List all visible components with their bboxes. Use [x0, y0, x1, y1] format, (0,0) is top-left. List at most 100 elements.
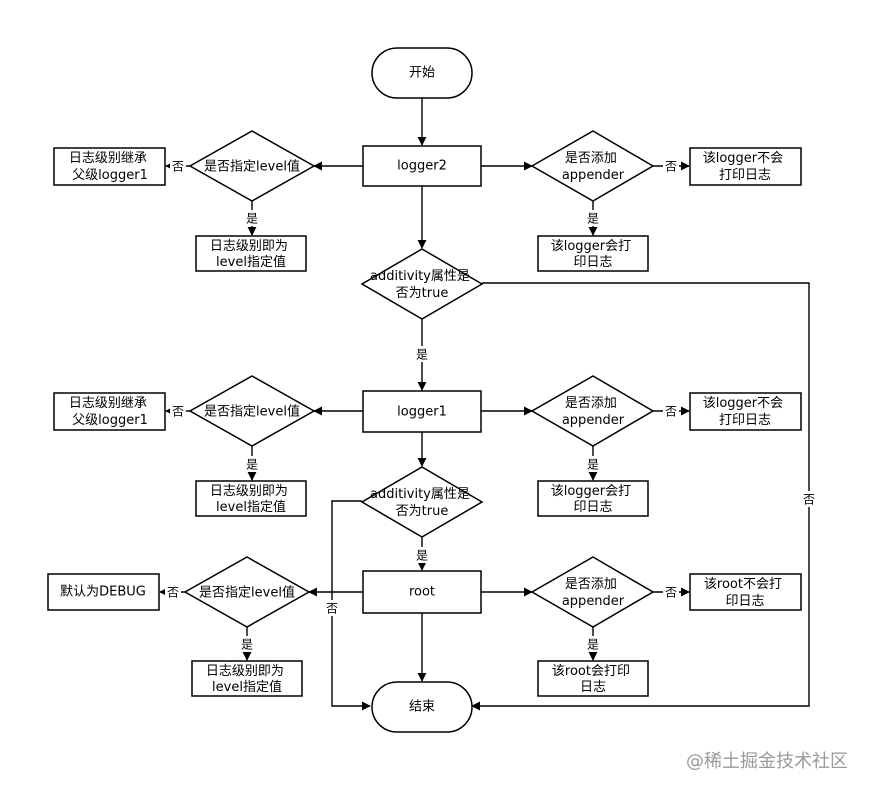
logger2-label: logger2 — [397, 159, 447, 174]
end-label: 结束 — [409, 700, 435, 715]
appender-check-root-line2: appender — [562, 594, 625, 609]
print-logger2-line1: 该logger会打 — [551, 239, 631, 254]
no-print-logger1-line1: 该logger不会 — [703, 396, 783, 411]
nodes: 开始 结束 logger2 logger1 root 是否指定level值 是否… — [47, 47, 802, 733]
label-yes-appender-check1: 是 — [587, 458, 599, 472]
appender-check-root-text: 是否添加 appender — [562, 577, 625, 609]
no-print-root-text: 该root不会打 印日志 — [704, 577, 786, 609]
level-value-logger2-line2: level指定值 — [216, 254, 286, 270]
print-logger1-line1: 该logger会打 — [551, 484, 631, 499]
appender-check-logger2-line2: appender — [562, 168, 625, 183]
no-print-logger2-line2: 打印日志 — [719, 168, 771, 183]
start-terminator — [371, 47, 473, 99]
no-print-logger1-line2: 打印日志 — [719, 413, 771, 428]
no-print-logger1-box — [689, 392, 802, 431]
label-no-additivity1: 否 — [326, 602, 338, 616]
additivity-logger1-diamond — [360, 466, 484, 538]
default-debug-box — [47, 573, 160, 611]
root-label: root — [409, 585, 435, 600]
inherit-logger2-box — [53, 147, 166, 186]
label-no-additivity2: 否 — [803, 493, 815, 507]
label-no-appender-check-root: 否 — [665, 586, 677, 600]
label-yes-level-check2: 是 — [246, 212, 258, 226]
logger1-box — [362, 390, 482, 433]
no-print-logger2-text: 该logger不会 打印日志 — [703, 151, 788, 183]
level-value-root-line1: 日志级别即为 — [206, 664, 284, 679]
default-debug-label: 默认为DEBUG — [60, 584, 146, 600]
additivity-logger2-line1: additivity属性是 — [370, 269, 470, 284]
inherit-logger2-text: 日志级别继承 父级logger1 — [69, 151, 151, 183]
label-yes-appender-check-root: 是 — [587, 638, 599, 652]
label-yes-appender-check2: 是 — [587, 212, 599, 226]
label-no-appender-check1: 否 — [665, 405, 677, 419]
watermark: @稀土掘金技术社区 — [686, 751, 848, 772]
additivity-logger2-text: additivity属性是 否为true — [370, 269, 474, 301]
level-value-logger2-text: 日志级别即为 level指定值 — [210, 239, 292, 270]
level-check-root-label: 是否指定level值 — [199, 585, 295, 601]
print-root-line2: 日志 — [580, 680, 606, 695]
level-value-logger1-box — [195, 480, 307, 517]
appender-check-logger1-line1: 是否添加 — [565, 396, 617, 411]
print-root-box — [537, 660, 649, 697]
level-check-logger2-diamond — [188, 130, 316, 202]
additivity-logger1-line1: additivity属性是 — [370, 487, 470, 502]
label-yes-level-check-root: 是 — [241, 638, 253, 652]
no-print-logger2-line1: 该logger不会 — [703, 151, 783, 166]
level-check-logger2-label: 是否指定level值 — [204, 159, 300, 175]
inherit-logger2-line1: 日志级别继承 — [69, 151, 147, 166]
appender-check-logger1-text: 是否添加 appender — [562, 396, 625, 428]
print-logger2-box — [537, 235, 649, 272]
print-logger1-box — [537, 480, 649, 517]
label-no-level-check1: 否 — [172, 405, 184, 419]
inherit-logger1-line2: 父级logger1 — [72, 413, 148, 428]
print-logger2-line2: 印日志 — [573, 255, 612, 270]
logger2-box — [362, 145, 482, 187]
print-logger2-text: 该logger会打 印日志 — [551, 239, 636, 270]
level-value-logger1-line1: 日志级别即为 — [210, 484, 288, 499]
level-value-logger1-line2: level指定值 — [216, 499, 286, 515]
level-value-logger2-line1: 日志级别即为 — [210, 239, 288, 254]
level-value-logger1-text: 日志级别即为 level指定值 — [210, 484, 292, 515]
logger1-label: logger1 — [397, 405, 447, 420]
print-logger1-line2: 印日志 — [573, 500, 612, 515]
additivity-logger1-line2: 否为true — [396, 504, 449, 519]
root-box — [362, 570, 482, 614]
level-value-root-text: 日志级别即为 level指定值 — [206, 664, 288, 695]
label-yes-level-check1: 是 — [246, 458, 258, 472]
no-print-logger2-box — [689, 147, 802, 186]
additivity-logger2-diamond — [360, 248, 484, 320]
additivity-logger1-text: additivity属性是 否为true — [370, 487, 474, 519]
inherit-logger1-box — [53, 392, 166, 431]
no-print-root-line1: 该root不会打 — [704, 577, 782, 592]
end-terminator — [371, 681, 473, 733]
level-check-logger1-diamond — [188, 375, 316, 447]
appender-check-logger2-line1: 是否添加 — [565, 151, 617, 166]
label-no-level-check-root: 否 — [167, 586, 179, 600]
inherit-logger1-line1: 日志级别继承 — [69, 396, 147, 411]
no-print-logger1-text: 该logger不会 打印日志 — [703, 396, 788, 428]
no-print-root-box — [689, 573, 802, 611]
appender-check-logger1-line2: appender — [562, 413, 625, 428]
appender-check-root-diamond — [530, 556, 655, 628]
inherit-logger1-text: 日志级别继承 父级logger1 — [69, 396, 151, 428]
additivity-logger2-line2: 否为true — [396, 286, 449, 301]
print-root-line1: 该root会打印 — [552, 664, 630, 679]
level-value-logger2-box — [195, 235, 307, 272]
label-no-level-check2: 否 — [172, 160, 184, 174]
print-root-text: 该root会打印 日志 — [552, 664, 634, 695]
level-check-logger1-label: 是否指定level值 — [204, 404, 300, 420]
level-value-root-box — [191, 660, 303, 697]
print-logger1-text: 该logger会打 印日志 — [551, 484, 636, 515]
label-yes-additivity1: 是 — [416, 549, 428, 563]
level-value-root-line2: level指定值 — [212, 679, 282, 695]
appender-check-logger1-diamond — [530, 375, 655, 447]
appender-check-logger2-text: 是否添加 appender — [562, 151, 625, 183]
label-no-appender-check2: 否 — [665, 160, 677, 174]
appender-check-logger2-diamond — [530, 130, 655, 202]
start-label: 开始 — [409, 66, 435, 81]
edge-labels: 否 是 否 是 是 否 否 是 否 是 是 否 否 是 否 是 — [165, 158, 817, 652]
level-check-root-diamond — [183, 556, 311, 628]
no-print-root-line2: 印日志 — [725, 594, 764, 609]
inherit-logger2-line2: 父级logger1 — [72, 168, 148, 183]
